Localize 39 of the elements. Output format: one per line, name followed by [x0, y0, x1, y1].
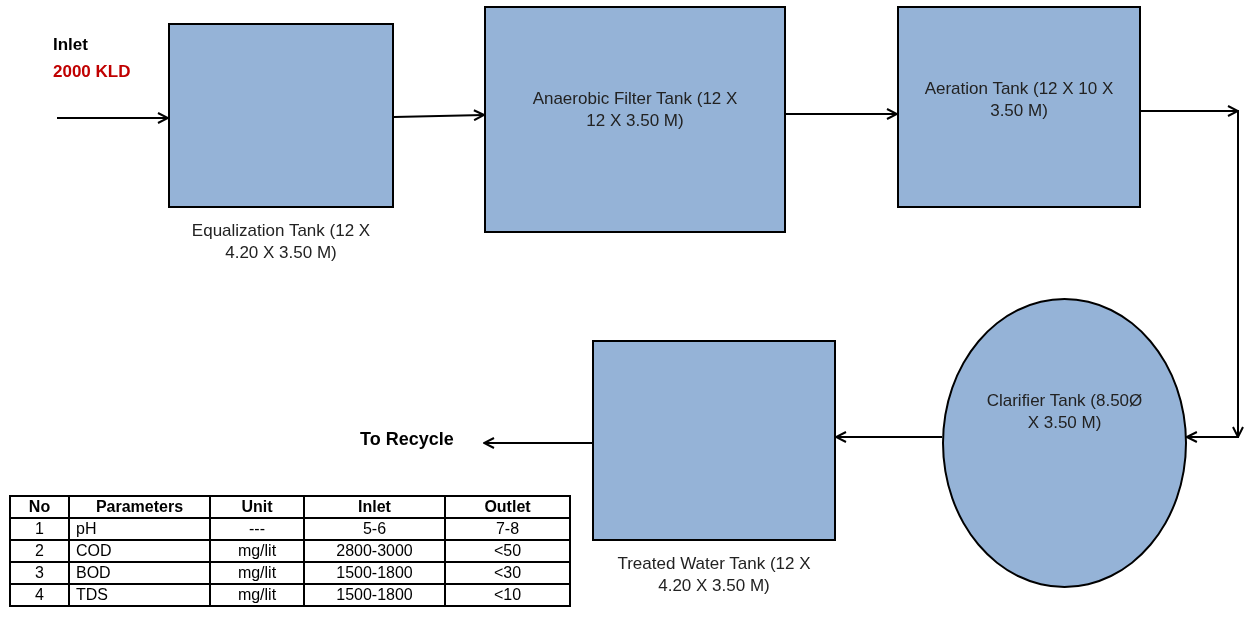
- header-cell: Outlet: [445, 496, 570, 518]
- arrow: [56, 112, 169, 124]
- table-cell: 2: [10, 540, 69, 562]
- tank-label: Equalization Tank (12 X 4.20 X 3.50 M): [190, 220, 372, 265]
- flow-rate-label: 2000 KLD: [53, 62, 131, 82]
- table-cell: ---: [210, 518, 304, 540]
- table-cell: <30: [445, 562, 570, 584]
- tank-label: Anaerobic Filter Tank (12 X 12 X 3.50 M): [531, 88, 739, 133]
- header-cell: Inlet: [304, 496, 445, 518]
- table-cell: BOD: [69, 562, 210, 584]
- table-cell: 3: [10, 562, 69, 584]
- tank-label: Treated Water Tank (12 X 4.20 X 3.50 M): [616, 553, 812, 598]
- table-cell: COD: [69, 540, 210, 562]
- arrow: [835, 431, 944, 443]
- table-cell: pH: [69, 518, 210, 540]
- arrow: [1140, 105, 1244, 443]
- table-cell: 5-6: [304, 518, 445, 540]
- table-cell: 4: [10, 584, 69, 606]
- table-cell: mg/lit: [210, 540, 304, 562]
- outlet-label: To Recycle: [360, 429, 472, 455]
- table-cell: TDS: [69, 584, 210, 606]
- table-cell: 1500-1800: [304, 562, 445, 584]
- header-cell: Parameters: [69, 496, 210, 518]
- table-cell: 1: [10, 518, 69, 540]
- table-cell: 1500-1800: [304, 584, 445, 606]
- table-cell: 7-8: [445, 518, 570, 540]
- tank-label: Clarifier Tank (8.50Ø X 3.50 M): [985, 390, 1144, 435]
- table-cell: mg/lit: [210, 584, 304, 606]
- arrow: [785, 108, 898, 120]
- arrow: [393, 109, 485, 122]
- arrow: [483, 437, 593, 449]
- tank-label: Aeration Tank (12 X 10 X 3.50 M): [924, 78, 1114, 123]
- table-cell: <10: [445, 584, 570, 606]
- header-cell: Unit: [210, 496, 304, 518]
- table-cell: mg/lit: [210, 562, 304, 584]
- inlet-label: Inlet: [53, 35, 88, 55]
- table-cell: 2800-3000: [304, 540, 445, 562]
- header-cell: No: [10, 496, 69, 518]
- table-cell: <50: [445, 540, 570, 562]
